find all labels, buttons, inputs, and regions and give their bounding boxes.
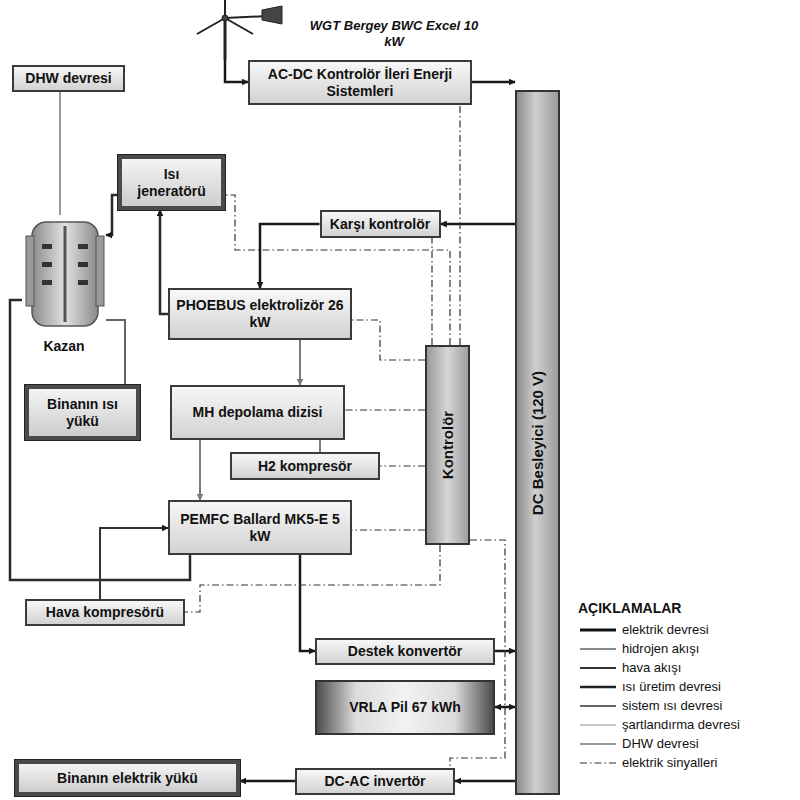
node-text: DHW devresi xyxy=(25,70,111,87)
controller-box: AC-DC Kontrolör İleri Enerji Sistemleri xyxy=(248,60,472,105)
flow-connector xyxy=(472,81,515,84)
flow-connector xyxy=(300,555,315,651)
legend-sample xyxy=(578,663,618,673)
turbine-label: WGT Bergey BWC Excel 10 kW xyxy=(195,2,485,60)
legend-text: ısı üretim devresi xyxy=(622,679,721,694)
node-text: DC-AC invertör xyxy=(324,773,425,790)
node-text: PHOEBUS elektrolizör 26 kW xyxy=(176,297,344,331)
node-text: PEMFC Ballard MK5-E 5 kW xyxy=(176,511,344,545)
legend-row: elektrik sinyalleri xyxy=(578,753,796,772)
flow-connector xyxy=(160,210,168,314)
signal-line xyxy=(459,105,460,345)
signal-line xyxy=(345,409,425,410)
signal-line xyxy=(352,529,425,530)
signal-line xyxy=(185,545,440,612)
node-text: H2 kompresör xyxy=(258,458,352,475)
flow-connector xyxy=(495,706,515,709)
legend-text: şartlandırma devresi xyxy=(622,717,740,732)
node-text: Isı jeneratörü xyxy=(128,166,215,200)
flow-connector xyxy=(260,224,320,288)
flow-connector xyxy=(319,440,321,452)
legend-sample xyxy=(578,739,618,749)
legend-line-sample xyxy=(580,685,616,688)
flow-connector xyxy=(441,223,516,226)
dc-bus-bar: DC Besleyici (120 V) xyxy=(515,90,560,795)
legend-text: elektrik devresi xyxy=(622,622,709,637)
legend-line-sample xyxy=(580,648,616,650)
legend-text: hava akışı xyxy=(622,660,681,675)
legend-sample xyxy=(578,682,618,692)
boiler-label: Kazan xyxy=(22,215,106,355)
wind-turbine xyxy=(197,0,282,60)
compressor-box: H2 kompresör xyxy=(230,452,380,480)
flow-connector xyxy=(299,340,301,385)
flow-connector xyxy=(106,320,125,385)
legend-line-sample xyxy=(580,762,616,763)
node-text: DC Besleyici (120 V) xyxy=(529,370,547,514)
legend-text: DHW devresi xyxy=(622,736,699,751)
legend-sample xyxy=(578,758,618,768)
legend-row: hidrojen akışı xyxy=(578,639,796,658)
node-text: MH depolama dizisi xyxy=(193,404,323,421)
signal-line xyxy=(380,465,425,466)
legend-line-sample xyxy=(580,667,616,669)
node-text: Hava kompresörü xyxy=(46,604,164,621)
flow-connector xyxy=(225,60,248,82)
flow-connector xyxy=(240,780,295,783)
legend-title: AÇIKLAMALAR xyxy=(578,600,796,616)
controller-bar: Kontrolör xyxy=(425,345,470,545)
node-text: Kontrolör xyxy=(439,411,457,479)
load-box: Binanın ısı yükü xyxy=(25,385,140,440)
flow-connector xyxy=(106,195,118,235)
legend-sample xyxy=(578,644,618,654)
signal-line xyxy=(352,320,425,360)
node-text: Binanın elektrik yükü xyxy=(57,770,198,787)
flow-connector xyxy=(455,780,515,783)
node-text: WGT Bergey BWC Excel 10 kW xyxy=(303,18,485,49)
legend-line-sample xyxy=(580,724,616,726)
legend-sample xyxy=(578,625,618,635)
controller-box: Karşı kontrolör xyxy=(320,210,441,238)
legend: AÇIKLAMALAR elektrik devresi hidrojen akış… xyxy=(578,600,796,772)
inverter-box: DC-AC invertör xyxy=(295,768,455,795)
legend-text: hidrojen akışı xyxy=(622,641,699,656)
compressor-box: Hava kompresörü xyxy=(25,599,185,626)
node-text: AC-DC Kontrolör İleri Enerji Sistemleri xyxy=(256,66,464,100)
legend-row: sistem ısı devresi xyxy=(578,696,796,715)
electrolyzer-box: PHOEBUS elektrolizör 26 kW xyxy=(168,288,352,340)
legend-row: şartlandırma devresi xyxy=(578,715,796,734)
legend-line-sample xyxy=(580,705,616,707)
node-text: VRLA Pil 67 kWh xyxy=(349,699,461,716)
load-box: Binanın elektrik yükü xyxy=(15,760,240,796)
process-box: DHW devresi xyxy=(12,65,125,92)
legend-row: DHW devresi xyxy=(578,734,796,753)
legend-text: elektrik sinyalleri xyxy=(622,755,717,770)
storage-box: MH depolama dizisi xyxy=(170,385,345,440)
node-text: Kazan xyxy=(43,338,84,355)
legend-row: ısı üretim devresi xyxy=(578,677,796,696)
flow-connector xyxy=(100,528,168,599)
node-text: Karşı kontrolör xyxy=(330,216,430,233)
flow-connector xyxy=(199,440,201,500)
legend-line-sample xyxy=(580,743,616,745)
node-text: Binanın ısı yükü xyxy=(35,396,130,430)
boiler-tank xyxy=(26,222,104,326)
legend-text: sistem ısı devresi xyxy=(622,698,722,713)
flow-connector xyxy=(59,92,61,215)
signal-line xyxy=(431,238,432,345)
legend-row: hava akışı xyxy=(578,658,796,677)
legend-line-sample xyxy=(580,628,616,631)
legend-row: elektrik devresi xyxy=(578,620,796,639)
battery-box: VRLA Pil 67 kWh xyxy=(315,680,495,735)
node-text: Destek konvertör xyxy=(348,643,462,660)
fuel-cell-box: PEMFC Ballard MK5-E 5 kW xyxy=(168,500,352,555)
converter-box: Destek konvertör xyxy=(315,638,495,665)
legend-sample xyxy=(578,701,618,711)
legend-sample xyxy=(578,720,618,730)
process-box: Isı jeneratörü xyxy=(118,155,225,210)
